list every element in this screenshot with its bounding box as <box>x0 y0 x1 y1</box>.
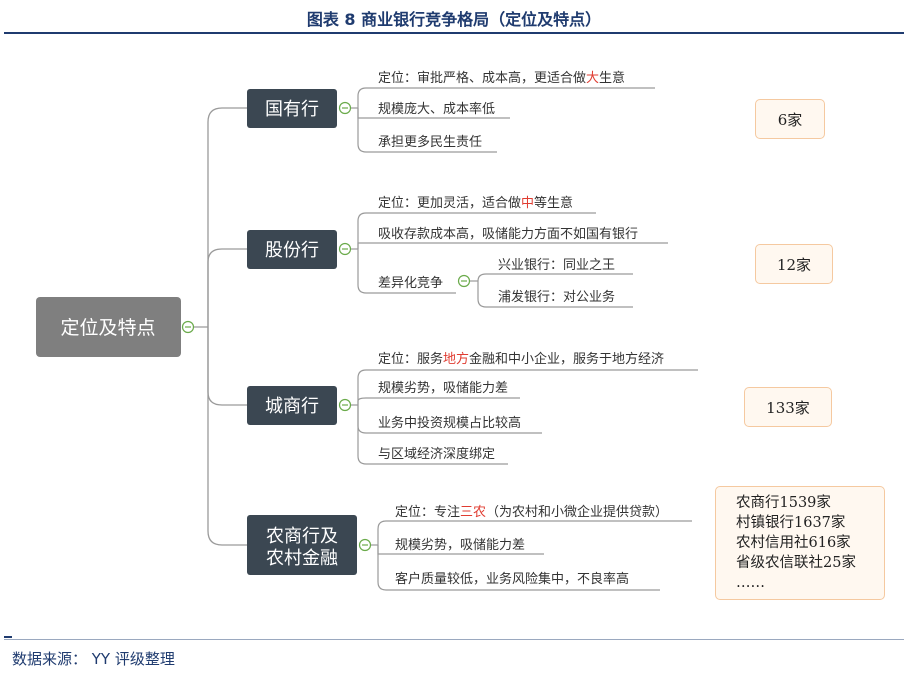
branch-connectors <box>351 369 698 465</box>
leaf-text: 定位：更加灵活，适合做中等生意 <box>378 195 573 211</box>
leaf-text: 承担更多民生责任 <box>378 134 482 150</box>
leaf-text: 规模劣势，吸储能力差 <box>378 380 508 396</box>
branch-node-joint-stock-banks[interactable] <box>247 230 337 269</box>
leaf-text: 定位：专注三农（为农村和小微企业提供贷款） <box>395 504 668 520</box>
leaf-text: 吸收存款成本高，吸储能力方面不如国有银行 <box>378 226 638 242</box>
branch-node-state-banks[interactable] <box>247 89 337 128</box>
footer-rule <box>4 639 904 640</box>
branch-node-city-banks[interactable] <box>247 386 337 425</box>
branch-label: 股份行 <box>265 240 319 261</box>
detail-line: 农商行1539家 <box>736 495 831 511</box>
leaf-text: 业务中投资规模占比较高 <box>378 415 521 431</box>
detail-line: …… <box>736 575 765 591</box>
detail-line: 村镇银行1637家 <box>736 515 846 531</box>
count-badge-state-banks: 6家 <box>755 99 825 139</box>
sub-leaf-text: 兴业银行：同业之王 <box>498 258 615 273</box>
detail-line: 农村信用社616家 <box>736 535 851 551</box>
root-collapse-icon[interactable] <box>181 320 195 334</box>
branch-connectors <box>351 87 655 153</box>
leaf-text: 差异化竞争 <box>378 275 443 291</box>
collapse-icon[interactable] <box>457 274 471 288</box>
collapse-icon[interactable] <box>338 242 352 256</box>
leaf-text: 定位：服务地方金融和中小企业，服务于地方经济 <box>378 351 664 367</box>
leaf-text: 与区域经济深度绑定 <box>378 446 495 462</box>
footer-mark <box>4 636 12 638</box>
collapse-icon[interactable] <box>358 538 372 552</box>
figure-title: 图表 8 商业银行竞争格局（定位及特点） <box>306 10 602 29</box>
title-rule <box>4 32 904 34</box>
branch-node-rural-banks[interactable] <box>247 515 357 575</box>
count-badge-joint-stock-banks: 12家 <box>755 244 833 284</box>
leaf-text: 规模庞大、成本率低 <box>378 101 495 117</box>
rural-bank-details: 农商行1539家 村镇银行1637家 农村信用社616家 省级农信联社25家 …… <box>715 486 885 600</box>
sub-leaf-text: 浦发银行：对公业务 <box>498 289 615 305</box>
data-source: 数据来源： YY 评级整理 <box>12 650 175 668</box>
branch-connectors <box>371 520 692 591</box>
branch-label: 城商行 <box>265 396 319 417</box>
collapse-icon[interactable] <box>338 398 352 412</box>
root-label: 定位及特点 <box>60 317 155 339</box>
leaf-text: 客户质量较低，业务风险集中，不良率高 <box>395 571 629 587</box>
root-node[interactable] <box>36 297 181 357</box>
branch-label: 农商行及 <box>266 526 338 547</box>
detail-line: 省级农信联社25家 <box>736 555 856 571</box>
root-connectors <box>182 107 247 546</box>
branch-connectors <box>351 212 668 308</box>
branch-label: 国有行 <box>265 99 319 120</box>
collapse-icon[interactable] <box>338 101 352 115</box>
leaf-text: 规模劣势，吸储能力差 <box>395 537 525 553</box>
count-badge-city-banks: 133家 <box>744 387 832 427</box>
leaf-text: 定位：审批严格、成本高，更适合做大生意 <box>378 70 625 86</box>
branch-label: 农村金融 <box>266 548 338 569</box>
